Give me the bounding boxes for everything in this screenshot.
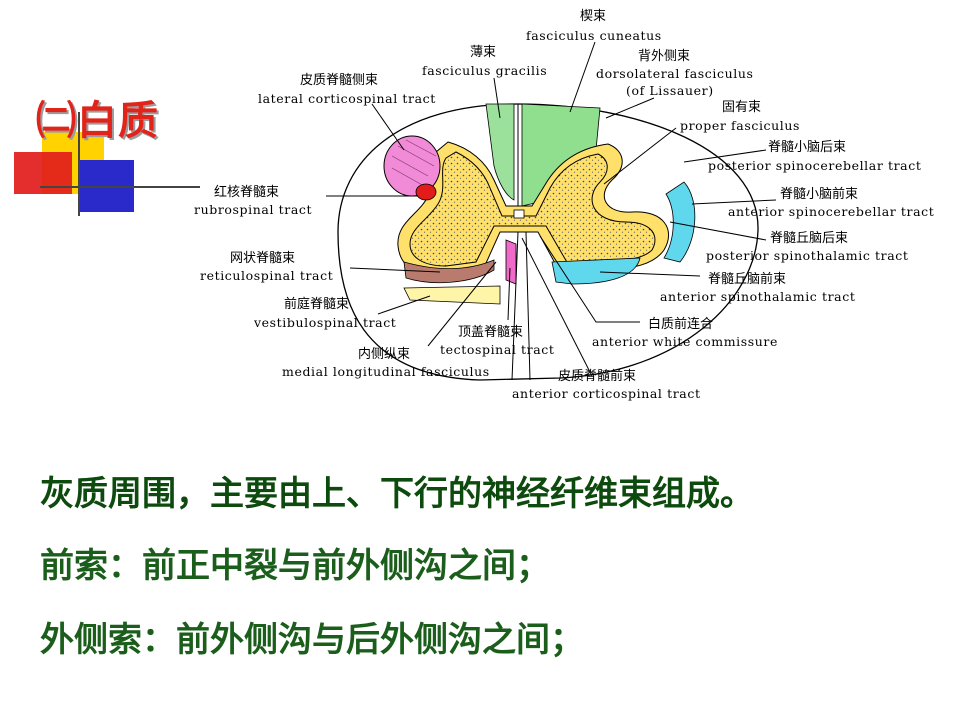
label-anterior-white-commissure-zh: 白质前连合 — [648, 316, 713, 332]
anterior-spinothalamic-area — [551, 257, 641, 285]
label-fasciculus-cuneatus-zh: 楔束 — [580, 9, 606, 24]
label-anterior-corticospinal-en: anterior corticospinal tract — [512, 386, 701, 401]
anterior-spinocerebellar-area — [663, 181, 696, 263]
label-medial-longitudinal-en: medial longitudinal fasciculus — [282, 364, 490, 379]
vestibulospinal-area — [403, 285, 501, 305]
label-reticulospinal-en: reticulospinal tract — [200, 268, 333, 283]
reticulospinal-area — [403, 259, 495, 284]
rubrospinal-area — [415, 183, 437, 201]
label-posterior-spinothalamic-zh: 脊髓丘脑后束 — [770, 231, 848, 246]
label-anterior-spinocerebellar-zh: 脊髓小脑前束 — [780, 186, 858, 202]
label-dorsolateral-zh: 背外侧束 — [638, 49, 690, 64]
label-rubrospinal-zh: 红核脊髓束 — [214, 184, 279, 200]
label-reticulospinal-zh: 网状脊髓束 — [230, 251, 295, 266]
deco-horizontal-rule — [40, 186, 200, 188]
label-anterior-spinothalamic-en: anterior spinothalamic tract — [660, 289, 855, 304]
label-medial-longitudinal-zh: 内侧纵束 — [358, 346, 410, 362]
label-tectospinal-en: tectospinal tract — [440, 342, 555, 357]
label-anterior-spinocerebellar-en: anterior spinocerebellar tract — [728, 204, 934, 219]
label-dorsolateral-en: dorsolateral fasciculus — [596, 66, 754, 81]
lateral-corticospinal-hatch — [391, 139, 437, 187]
anterior-median-fissure — [511, 231, 531, 381]
label-lateral-corticospinal-en: lateral corticospinal tract — [258, 91, 436, 106]
fasciculus-gracilis-area — [485, 103, 515, 201]
label-anterior-white-commissure-en: anterior white commissure — [592, 334, 778, 349]
label-rubrospinal-en: rubrospinal tract — [194, 202, 312, 217]
label-posterior-spinocerebellar-en: posterior spinocerebellar tract — [708, 158, 921, 173]
deco-vertical-rule — [78, 112, 80, 216]
leader-lines — [326, 41, 777, 377]
grey-matter — [409, 151, 656, 267]
tectospinal-area — [505, 239, 517, 285]
body-line-2: 前索：前正中裂与前外侧沟之间； — [40, 546, 550, 586]
label-tectospinal-zh: 顶盖脊髓束 — [458, 325, 523, 340]
label-posterior-spinocerebellar-zh: 脊髓小脑后束 — [768, 140, 846, 155]
label-fasciculus-cuneatus-en: fasciculus cuneatus — [526, 28, 662, 43]
label-dorsolateral-en2: (of Lissauer) — [626, 83, 714, 98]
label-proper-fasciculus-zh: 固有束 — [722, 100, 761, 115]
slide-title: ㈡白质 — [36, 98, 159, 144]
label-anterior-corticospinal-zh: 皮质脊髓前束 — [558, 368, 636, 384]
label-lateral-corticospinal-zh: 皮质脊髓侧束 — [300, 73, 378, 88]
label-vestibulospinal-zh: 前庭脊髓束 — [284, 296, 349, 312]
label-fasciculus-gracilis-en: fasciculus gracilis — [422, 63, 547, 78]
label-vestibulospinal-en: vestibulospinal tract — [253, 315, 396, 330]
spinal-cord-diagram: 楔束 fasciculus cuneatus 薄束 fasciculus gra… — [194, 9, 934, 401]
body-line-3: 外侧索：前外侧沟与后外侧沟之间； — [40, 620, 584, 660]
label-fasciculus-gracilis-zh: 薄束 — [470, 45, 496, 60]
label-posterior-spinothalamic-en: posterior spinothalamic tract — [706, 248, 908, 263]
central-canal — [513, 209, 525, 219]
label-anterior-spinothalamic-zh: 脊髓丘脑前束 — [708, 271, 786, 287]
body-line-1: 灰质周围，主要由上、下行的神经纤维束组成。 — [40, 474, 754, 514]
label-proper-fasciculus-en: proper fasciculus — [680, 118, 800, 133]
